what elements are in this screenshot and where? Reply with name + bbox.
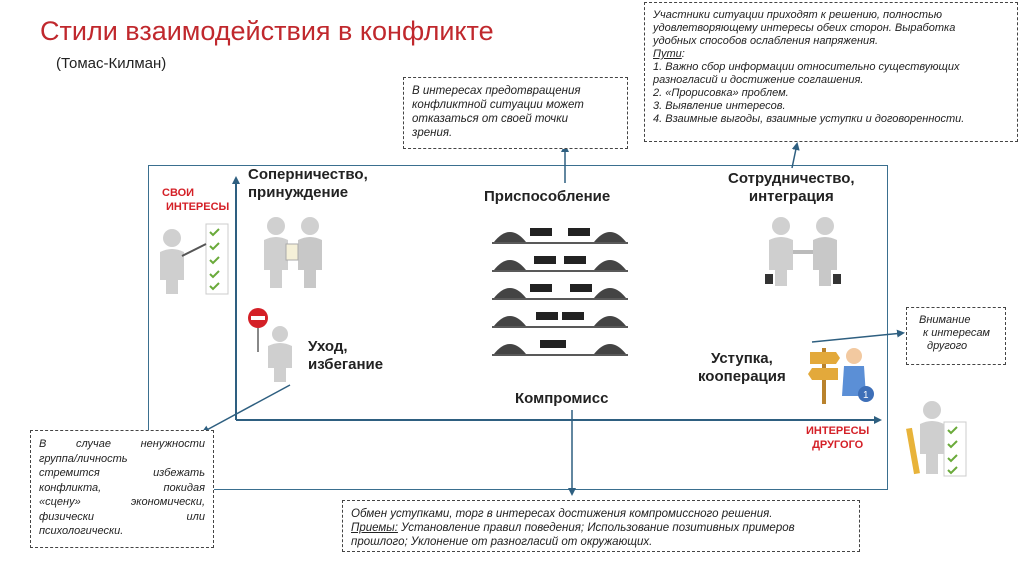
note-text: психологически. xyxy=(39,525,124,537)
note-text: 4. Взаимные выгоды, взаимные уступки и д… xyxy=(653,113,965,125)
note-text: Внимание xyxy=(919,314,971,326)
arrow-to-collaboration-note xyxy=(791,142,800,169)
label-line: кооперация xyxy=(698,368,786,385)
label-line: интеграция xyxy=(748,188,834,205)
methods-label: Приемы: xyxy=(351,522,398,534)
note-text: Обмен уступками, торг в интересах достиж… xyxy=(351,508,773,520)
note-text: 2. «Прорисовка» проблем. xyxy=(653,87,789,99)
ways-label: Пути xyxy=(653,48,682,60)
note-text: 3. Выявление интересов. xyxy=(653,100,786,112)
x-axis-label-line: ИНТЕРЕСЫ xyxy=(806,425,870,437)
note-text: стремится избежать xyxy=(39,467,205,479)
donkeys-illustration-icon xyxy=(492,228,628,356)
y-axis-label-line: ИНТЕРЕСЫ xyxy=(166,201,230,213)
note-text: 1. Важно сбор информации относительно су… xyxy=(653,61,960,73)
handshake-people-icon xyxy=(765,217,841,286)
competition-people-icon xyxy=(264,217,322,288)
note-text: конфликтной ситуации может xyxy=(412,99,584,111)
y-axis-label-line: СВОИ xyxy=(162,187,195,199)
pencil-checklist-person-icon xyxy=(906,401,967,477)
x-axis-label: ИНТЕРЕСЫ ДРУГОГО xyxy=(806,424,869,452)
avoidance-label: Уход, избегание xyxy=(308,338,383,374)
note-text: разногласий и достижение соглашения. xyxy=(653,74,864,86)
note-text: В интересах предотвращения xyxy=(412,85,581,97)
arrow-to-avoidance-note xyxy=(201,384,291,433)
stop-sign-person-icon xyxy=(248,308,292,382)
accommodation-label: Приспособление xyxy=(484,188,611,205)
label-line: Соперничество, xyxy=(248,166,368,183)
note-text: В случае ненужности xyxy=(39,438,205,450)
page-title: Стили взаимодействия в конфликте xyxy=(40,16,494,46)
note-text: Участники ситуации приходят к решению, п… xyxy=(653,9,943,21)
page-subtitle: (Томас-Килман) xyxy=(56,55,167,72)
note-text: к интересам xyxy=(923,327,990,339)
label-line: Уступка, xyxy=(710,350,773,367)
y-axis-label: СВОИ ИНТЕРЕСЫ xyxy=(162,186,229,214)
svg-text:1: 1 xyxy=(863,390,869,401)
note-text: группа/личность xyxy=(39,452,128,465)
other-interest-note: Внимание к интересам другого xyxy=(906,307,1006,365)
diagram-frame xyxy=(148,165,888,490)
collaboration-label: Сотрудничество, интеграция xyxy=(728,170,855,206)
note-text: удобных способов ослабления напряжения. xyxy=(653,35,879,47)
x-axis-label-line: ДРУГОГО xyxy=(812,439,864,451)
note-text: удовлетворяющему интересы обеих сторон. … xyxy=(653,22,956,34)
arrow-to-other-note xyxy=(811,329,905,343)
label-line: избегание xyxy=(308,356,384,373)
label-line: Уход, xyxy=(308,338,348,355)
competition-label: Соперничество, принуждение xyxy=(248,166,368,202)
ways-colon: : xyxy=(681,48,685,60)
note-text: другого xyxy=(927,340,968,352)
note-text: зрения. xyxy=(412,127,453,139)
accommodation-note: В интересах предотвращения конфликтной с… xyxy=(403,77,628,149)
note-text: прошлого; Уклонение от разногласий от ок… xyxy=(351,536,653,548)
signpost-person-icon: 1 xyxy=(808,348,874,404)
note-text: физически или xyxy=(39,510,205,523)
avoidance-note: В случае ненужности группа/личность стре… xyxy=(30,430,214,548)
note-text: «сцену» экономически, xyxy=(39,496,205,508)
compromise-note: Обмен уступками, торг в интересах достиж… xyxy=(342,500,860,552)
label-line: принуждение xyxy=(248,184,349,201)
note-text: отказаться от своей точки xyxy=(412,113,569,125)
concession-label: Уступка, кооперация xyxy=(698,350,786,386)
note-text: конфликта, покидая xyxy=(39,481,205,494)
teacher-checklist-icon xyxy=(160,223,229,295)
compromise-label: Компромисс xyxy=(515,390,609,407)
note-text: Установление правил поведения; Использов… xyxy=(397,522,795,534)
label-line: Сотрудничество, xyxy=(728,170,855,187)
collaboration-note: Участники ситуации приходят к решению, п… xyxy=(644,2,1018,142)
